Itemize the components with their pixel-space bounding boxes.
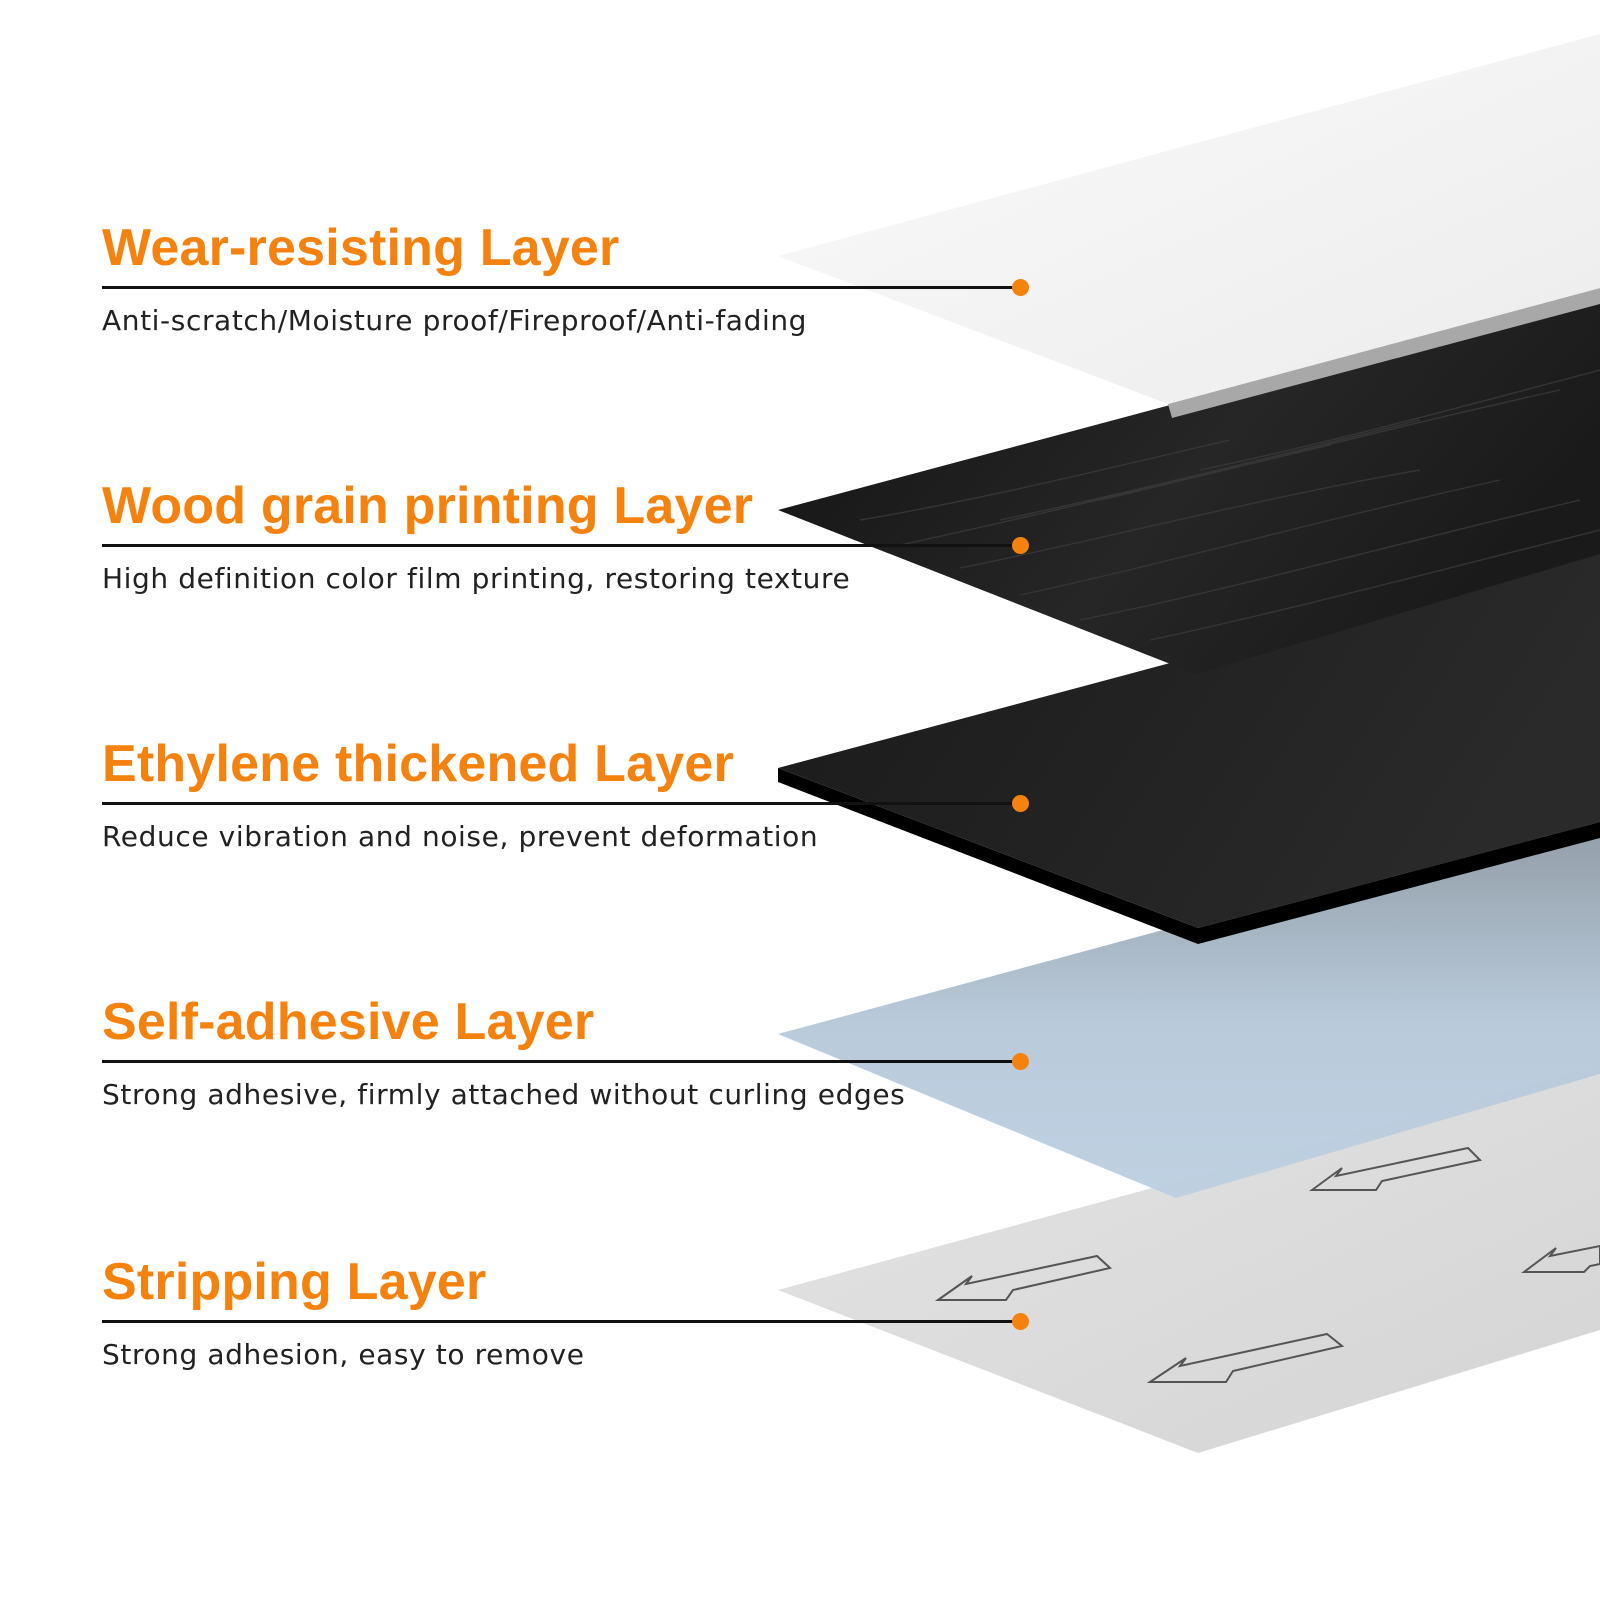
arrow-left-icon bbox=[1521, 1244, 1600, 1273]
leader-line bbox=[102, 1060, 1020, 1063]
arrow-left-icon bbox=[1146, 1332, 1345, 1383]
ethylene-layer-label: Ethylene thickened Layer Reduce vibratio… bbox=[102, 734, 1029, 853]
layer-title: Stripping Layer bbox=[102, 1253, 487, 1311]
ethylene-layer-sheet bbox=[778, 548, 1600, 944]
wear-resisting-layer-sheet bbox=[778, 34, 1600, 418]
self-adhesive-layer-sheet bbox=[778, 812, 1600, 1198]
leader-dot bbox=[1012, 1053, 1029, 1070]
wood-grain-layer-label: Wood grain printing Layer High definitio… bbox=[102, 476, 1029, 595]
layer-description: Anti-scratch/Moisture proof/Fireproof/An… bbox=[102, 304, 808, 337]
leader-line bbox=[102, 1320, 1020, 1323]
layer-description: Strong adhesion, easy to remove bbox=[102, 1338, 585, 1371]
leader-line bbox=[102, 544, 1020, 547]
layer-title: Ethylene thickened Layer bbox=[102, 735, 734, 793]
stripping-layer-label: Stripping Layer Strong adhesion, easy to… bbox=[102, 1252, 1029, 1371]
leader-dot bbox=[1012, 795, 1029, 812]
self-adhesive-layer-label: Self-adhesive Layer Strong adhesive, fir… bbox=[102, 992, 1029, 1111]
layer-title: Self-adhesive Layer bbox=[102, 993, 595, 1051]
arrow-left-icon bbox=[934, 1254, 1113, 1301]
leader-dot bbox=[1012, 537, 1029, 554]
arrow-left-icon bbox=[1308, 1146, 1483, 1191]
layer-description: High definition color film printing, res… bbox=[102, 562, 851, 595]
leader-line bbox=[102, 802, 1020, 805]
layer-title: Wood grain printing Layer bbox=[102, 477, 754, 535]
layer-title: Wear-resisting Layer bbox=[102, 219, 620, 277]
layer-description: Reduce vibration and noise, prevent defo… bbox=[102, 820, 819, 853]
wear-resisting-layer-label: Wear-resisting Layer Anti-scratch/Moistu… bbox=[102, 218, 1029, 337]
leader-line bbox=[102, 286, 1020, 289]
leader-dot bbox=[1012, 279, 1029, 296]
wood-grain-layer-sheet bbox=[778, 290, 1600, 674]
layer-description: Strong adhesive, firmly attached without… bbox=[102, 1078, 906, 1111]
leader-dot bbox=[1012, 1313, 1029, 1330]
stripping-layer-sheet bbox=[778, 1066, 1600, 1453]
